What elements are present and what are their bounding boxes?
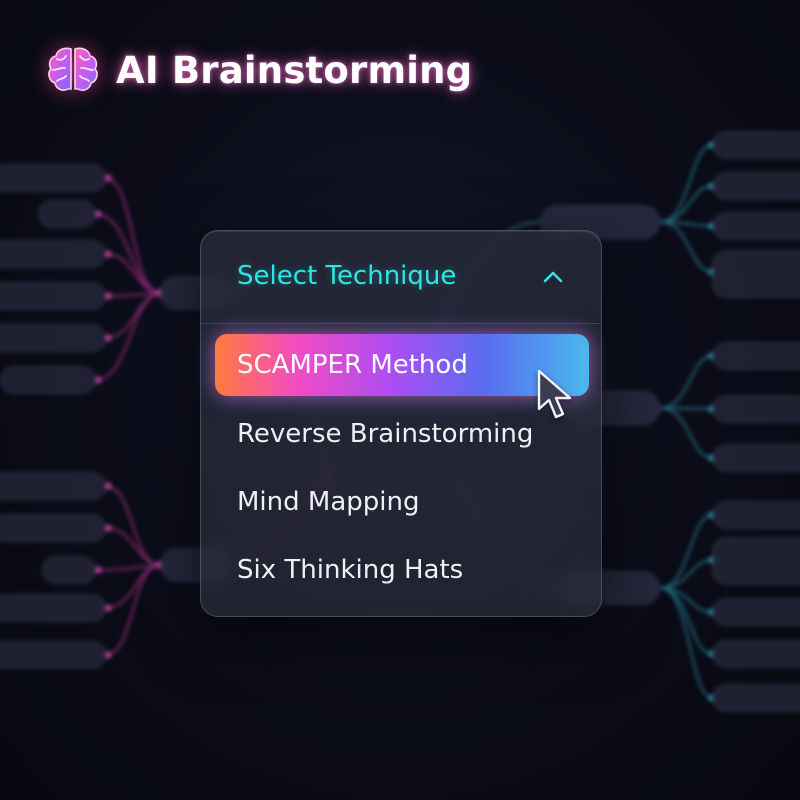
mind-map-node xyxy=(712,501,800,529)
mind-map-node xyxy=(712,250,800,298)
mind-map-node xyxy=(712,640,800,668)
mind-map-node xyxy=(0,324,106,352)
mind-map-node xyxy=(42,556,96,584)
mind-map-node xyxy=(712,395,800,423)
mind-map-node xyxy=(0,641,106,669)
app-title: AI Brainstorming xyxy=(116,48,473,92)
option-mind-mapping[interactable]: Mind Mapping xyxy=(237,487,420,517)
technique-dropdown[interactable]: Select Technique SCAMPER Method Reverse … xyxy=(200,230,602,617)
mind-map-node xyxy=(0,240,106,268)
option-reverse-brainstorming[interactable]: Reverse Brainstorming xyxy=(237,419,534,449)
mind-map-node xyxy=(712,684,800,712)
brain-icon xyxy=(48,47,98,91)
dropdown-label: Select Technique xyxy=(237,261,457,291)
option-six-thinking-hats[interactable]: Six Thinking Hats xyxy=(237,555,464,585)
dropdown-toggle[interactable]: Select Technique xyxy=(201,231,601,324)
mind-map-node xyxy=(712,444,800,472)
mind-map-node xyxy=(0,514,106,542)
mind-map-node xyxy=(712,598,800,626)
mind-map-node xyxy=(0,282,106,310)
mind-map-node xyxy=(0,366,96,394)
cursor-icon xyxy=(537,369,572,419)
app-header: AI Brainstorming xyxy=(44,40,472,100)
mind-map-node xyxy=(712,342,800,370)
mind-map-node xyxy=(38,200,96,228)
mind-map-node xyxy=(0,594,106,622)
mind-map-node xyxy=(0,164,106,192)
chevron-up-icon[interactable] xyxy=(539,265,567,289)
mind-map-node xyxy=(0,472,106,500)
mind-map-node xyxy=(712,537,800,585)
mind-map-node xyxy=(712,172,800,200)
mind-map-node xyxy=(712,212,800,240)
option-scamper-method[interactable]: SCAMPER Method xyxy=(215,334,589,396)
mind-map-node xyxy=(712,131,800,159)
